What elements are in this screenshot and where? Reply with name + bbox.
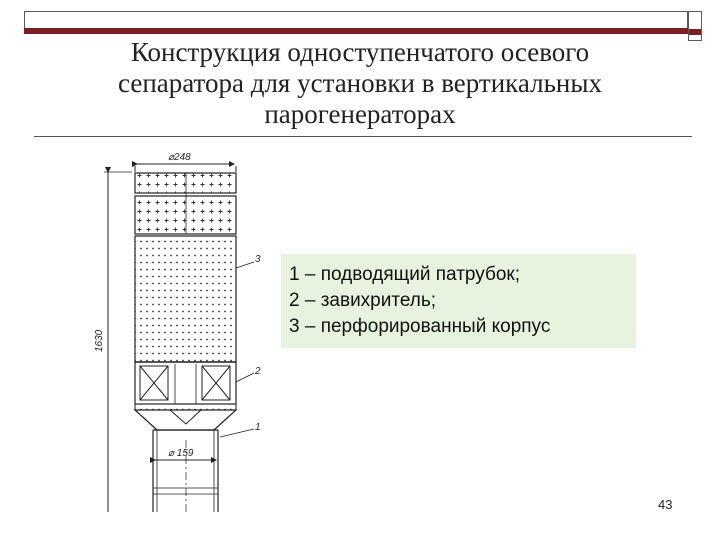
transition-cone <box>133 409 238 431</box>
perforated-housing <box>134 235 237 363</box>
top-perforated-blocks <box>134 172 237 235</box>
swirler <box>134 361 237 411</box>
header-frame <box>24 11 688 28</box>
header-accent-stripe <box>24 28 688 34</box>
corner-decoration <box>688 11 702 41</box>
dimension-height: 1630 <box>94 167 132 512</box>
legend-item-inlet: 1 – подводящий патрубок; <box>289 264 521 285</box>
legend-item-swirler: 2 – завихритель; <box>289 290 437 311</box>
dim-height-label: 1630 <box>94 329 105 352</box>
legend-box: 1 – подводящий патрубок; 2 – завихритель… <box>281 254 636 348</box>
title-divider <box>34 136 692 137</box>
slide-title: Конструкция одноступенчатого осевого сеп… <box>118 37 602 129</box>
callouts: 3 2 1 <box>219 254 261 438</box>
corner-accent-stripe <box>689 29 701 35</box>
dimension-top-diameter: ⌀248 <box>132 152 237 172</box>
callout-2: 2 <box>254 366 261 377</box>
inlet-pipe: ⌀ 159 <box>150 429 219 512</box>
dim-top-label: ⌀248 <box>168 152 191 163</box>
dim-pipe-label: ⌀ 159 <box>168 448 194 459</box>
legend-item-housing: 3 – перфорированный корпус <box>289 316 551 337</box>
header-bar <box>24 11 688 34</box>
callout-1: 1 <box>255 422 261 433</box>
page-number: 43 <box>658 497 673 512</box>
callout-3: 3 <box>255 254 261 265</box>
